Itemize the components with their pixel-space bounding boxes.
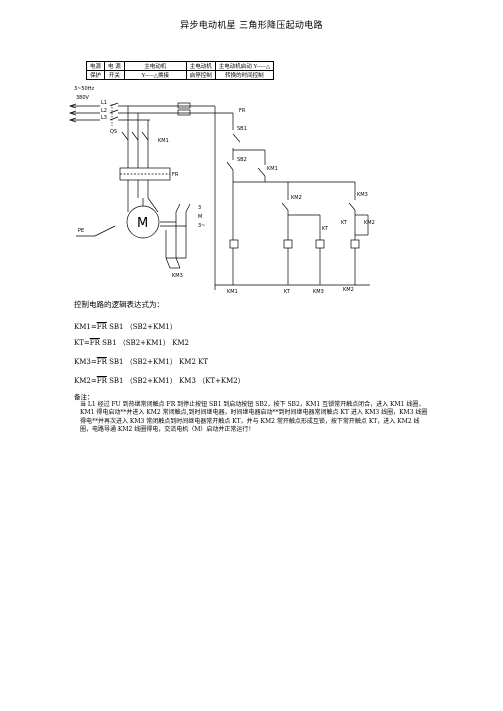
km3-aux-label: KM3 [357,192,368,198]
note-label: 备注： [74,393,94,401]
header-cell: 转换的时间控制 [214,70,275,80]
note-body: 当 L1 经过 FU 到热继常闭触点 FR 到停止按钮 SB1 到启动按钮 SB… [80,401,428,433]
km2-contact-label: KM2 [364,220,375,226]
supply-voltage-label: 380V [76,95,90,101]
kt-contact-label: KT [322,226,329,232]
motor-sub-label: 3 [198,205,201,211]
circuit-diagram: 3~50Hz 380V L1 L2 L3 QS KM1 FR M 3 M 3~ … [68,86,375,295]
pe-label: PE [78,228,84,234]
coil-label: KT [284,289,291,295]
logic-expression: KT=FR SB1 （SB2+KM1） KM2 [74,339,189,347]
coil-label: KM1 [227,289,238,295]
kt-aux-label: KT [341,220,348,226]
coil-label: KM3 [313,289,324,295]
logic-expression: KM1=FR SB1 （SB2+KM1） [74,323,177,331]
logic-expression: KM2=FR SB1 （SB2+KM1） KM3 （KT+KM2） [74,377,245,385]
fr-label: FR [172,172,179,178]
fr-contact-label: FR [239,108,246,114]
page-title: 异步电动机星 三角形降压起动电路 [180,21,323,31]
phase-label-l2: L2 [101,108,107,114]
main-power-lines [121,106,149,168]
phase-label-l1: L1 [101,100,107,106]
sb1-label: SB1 [237,126,247,132]
logic-expression: KM3=FR SB1 （SB2+KM1） KM2 KT [74,358,209,366]
km2-aux-label: KM2 [291,195,302,201]
motor-label: M [137,216,148,231]
motor-sub-label: M [198,214,202,220]
coil-label: KM2 [343,287,354,293]
sb2-label: SB2 [237,157,247,163]
control-circuit-wiring [150,102,370,290]
function-header-table: 电源 电 源 主电动机 主电动机 主电动机启动 Y-----△ 保护 开关 Y-… [85,61,275,80]
qs-switch-symbol [109,102,150,126]
motor-sub-label: 3~ [198,223,205,229]
qs-label: QS [110,129,117,135]
logic-intro: 控制电路的逻辑表达式为： [74,300,164,309]
phase-input-lines [68,103,100,123]
star-delta-contacts [160,203,191,269]
km3-main-label: KM3 [172,273,183,279]
header-cell: 保护 [85,70,106,80]
phase-label-l3: L3 [101,115,107,121]
km1-aux-label: KM1 [267,166,278,172]
supply-freq-label: 3~50Hz [74,86,94,92]
km1-main-label: KM1 [158,138,169,144]
